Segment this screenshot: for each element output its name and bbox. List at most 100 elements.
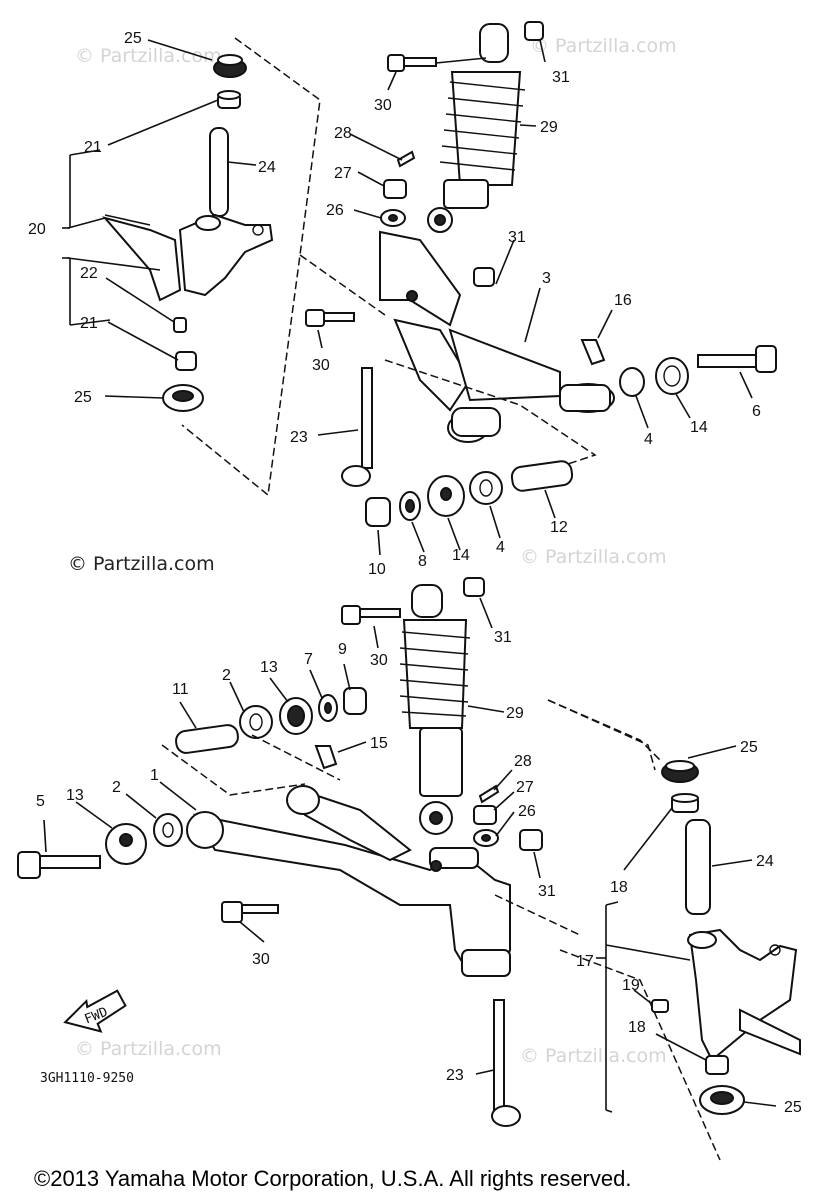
callout-25: 25 bbox=[74, 389, 92, 406]
callout-31: 31 bbox=[494, 629, 512, 646]
callout-25: 25 bbox=[124, 30, 142, 47]
callout-4: 4 bbox=[644, 431, 653, 448]
callout-6: 6 bbox=[752, 403, 761, 420]
watermark-group: © Partzilla.com © Partzilla.com © Partzi… bbox=[68, 35, 677, 1067]
part-18-bushing-b bbox=[705, 1055, 729, 1075]
part-31-nut-top bbox=[524, 21, 544, 41]
part-17-knuckle bbox=[687, 928, 801, 1062]
callout-27: 27 bbox=[516, 779, 534, 796]
part-15-fitting bbox=[314, 745, 338, 770]
part-4-bushing-right bbox=[619, 367, 645, 397]
callout-24: 24 bbox=[756, 853, 774, 870]
part-2-bushing-a bbox=[239, 705, 273, 739]
part-24-shaft-top bbox=[209, 127, 229, 217]
part-13-collar-b bbox=[105, 823, 147, 865]
callout-24: 24 bbox=[258, 159, 276, 176]
callout-19: 19 bbox=[622, 977, 640, 994]
callout-12: 12 bbox=[550, 519, 568, 536]
part-25-cap-bottom bbox=[162, 384, 204, 412]
callout-16: 16 bbox=[614, 292, 632, 309]
watermark-bottom-left: © Partzilla.com bbox=[75, 1038, 222, 1060]
part-30-bolt-bottom-a bbox=[341, 605, 401, 625]
callout-28: 28 bbox=[514, 753, 532, 770]
part-29-shock-bottom bbox=[399, 584, 471, 835]
part-13-collar-a bbox=[279, 697, 313, 735]
callout-22: 22 bbox=[80, 265, 98, 282]
lower-arm-assembly bbox=[17, 663, 656, 1127]
watermark-top-right: © Partzilla.com bbox=[530, 35, 677, 57]
callout-30: 30 bbox=[374, 97, 392, 114]
callout-11: 11 bbox=[172, 681, 189, 698]
callout-31: 31 bbox=[552, 69, 570, 86]
callout-20: 20 bbox=[28, 221, 46, 238]
callout-9: 9 bbox=[338, 641, 347, 658]
part-16-fitting bbox=[580, 339, 606, 366]
callout-1: 1 bbox=[150, 767, 159, 784]
callout-10: 10 bbox=[368, 561, 386, 578]
callout-25: 25 bbox=[740, 739, 758, 756]
part-27-nut-bottom bbox=[473, 805, 497, 825]
callout-13: 13 bbox=[66, 787, 84, 804]
callout-21: 21 bbox=[84, 139, 102, 156]
callout-21: 21 bbox=[80, 315, 98, 332]
part-31-nut-bottom-b bbox=[519, 829, 543, 851]
part-31-nut-bottom-a bbox=[463, 577, 485, 597]
part-26-washer-bottom bbox=[473, 829, 499, 847]
callout-25: 25 bbox=[784, 1099, 802, 1116]
part-31-nut-mid bbox=[473, 267, 495, 287]
part-2-bushing-b bbox=[153, 813, 183, 847]
upper-shock-assembly bbox=[349, 21, 546, 233]
callout-14: 14 bbox=[452, 547, 470, 564]
part-1-lower-arm bbox=[186, 785, 511, 977]
part-27-nut-top bbox=[383, 179, 407, 199]
callout-27: 27 bbox=[334, 165, 352, 182]
callout-17: 17 bbox=[576, 953, 594, 970]
callout-31: 31 bbox=[538, 883, 556, 900]
callout-2: 2 bbox=[222, 667, 231, 684]
part-30-bolt-bottom-b bbox=[221, 901, 279, 923]
callout-29: 29 bbox=[506, 705, 524, 722]
callout-14: 14 bbox=[690, 419, 708, 436]
part-9-nut bbox=[343, 687, 367, 715]
callout-18: 18 bbox=[628, 1019, 646, 1036]
part-25-cap-br-top bbox=[661, 760, 699, 783]
part-3-upper-arm bbox=[379, 230, 615, 443]
part-6-pivot-bolt bbox=[697, 345, 777, 373]
part-20-knuckle-top bbox=[102, 213, 274, 302]
lower-knuckle-assembly bbox=[547, 699, 801, 1161]
part-23-bolt-top bbox=[341, 367, 373, 487]
part-18-bushing-a bbox=[671, 793, 699, 813]
upper-arm-assembly bbox=[299, 230, 777, 487]
part-23-bolt-bottom bbox=[491, 999, 521, 1127]
callout-5: 5 bbox=[36, 793, 45, 810]
callout-26: 26 bbox=[518, 803, 536, 820]
callout-2: 2 bbox=[112, 779, 121, 796]
callout-30: 30 bbox=[370, 652, 388, 669]
part-10-nut bbox=[365, 497, 391, 527]
part-4-bushing-mid bbox=[469, 471, 503, 505]
watermark-bottom-right: © Partzilla.com bbox=[520, 1045, 667, 1067]
callout-3: 3 bbox=[542, 270, 551, 287]
part-28-pin-top bbox=[396, 150, 416, 168]
part-8-washer bbox=[399, 491, 421, 521]
part-25-cap-br-bottom bbox=[699, 1085, 745, 1115]
part-30-bolt-mid bbox=[305, 309, 355, 327]
watermark-mid-left: © Partzilla.com bbox=[68, 553, 215, 575]
callout-labels: 25 21 24 20 22 21 25 30 31 29 28 27 26 3… bbox=[28, 30, 802, 1116]
part-25-cap-top bbox=[213, 54, 247, 78]
callout-30: 30 bbox=[252, 951, 270, 968]
callout-28: 28 bbox=[334, 125, 352, 142]
lower-shock-assembly bbox=[341, 577, 543, 879]
callout-30: 30 bbox=[312, 357, 330, 374]
middle-hardware-row bbox=[365, 460, 574, 556]
callout-7: 7 bbox=[304, 651, 313, 668]
part-28-pin-bottom bbox=[478, 784, 500, 804]
fwd-arrow: FWD bbox=[63, 989, 127, 1033]
part-19-fitting bbox=[651, 999, 669, 1013]
watermark-mid-right: © Partzilla.com bbox=[520, 546, 667, 568]
part-21-bushing-bottom bbox=[175, 351, 197, 371]
part-14-collar-mid bbox=[427, 475, 465, 517]
callout-23: 23 bbox=[290, 429, 308, 446]
part-12-sleeve bbox=[510, 460, 574, 492]
